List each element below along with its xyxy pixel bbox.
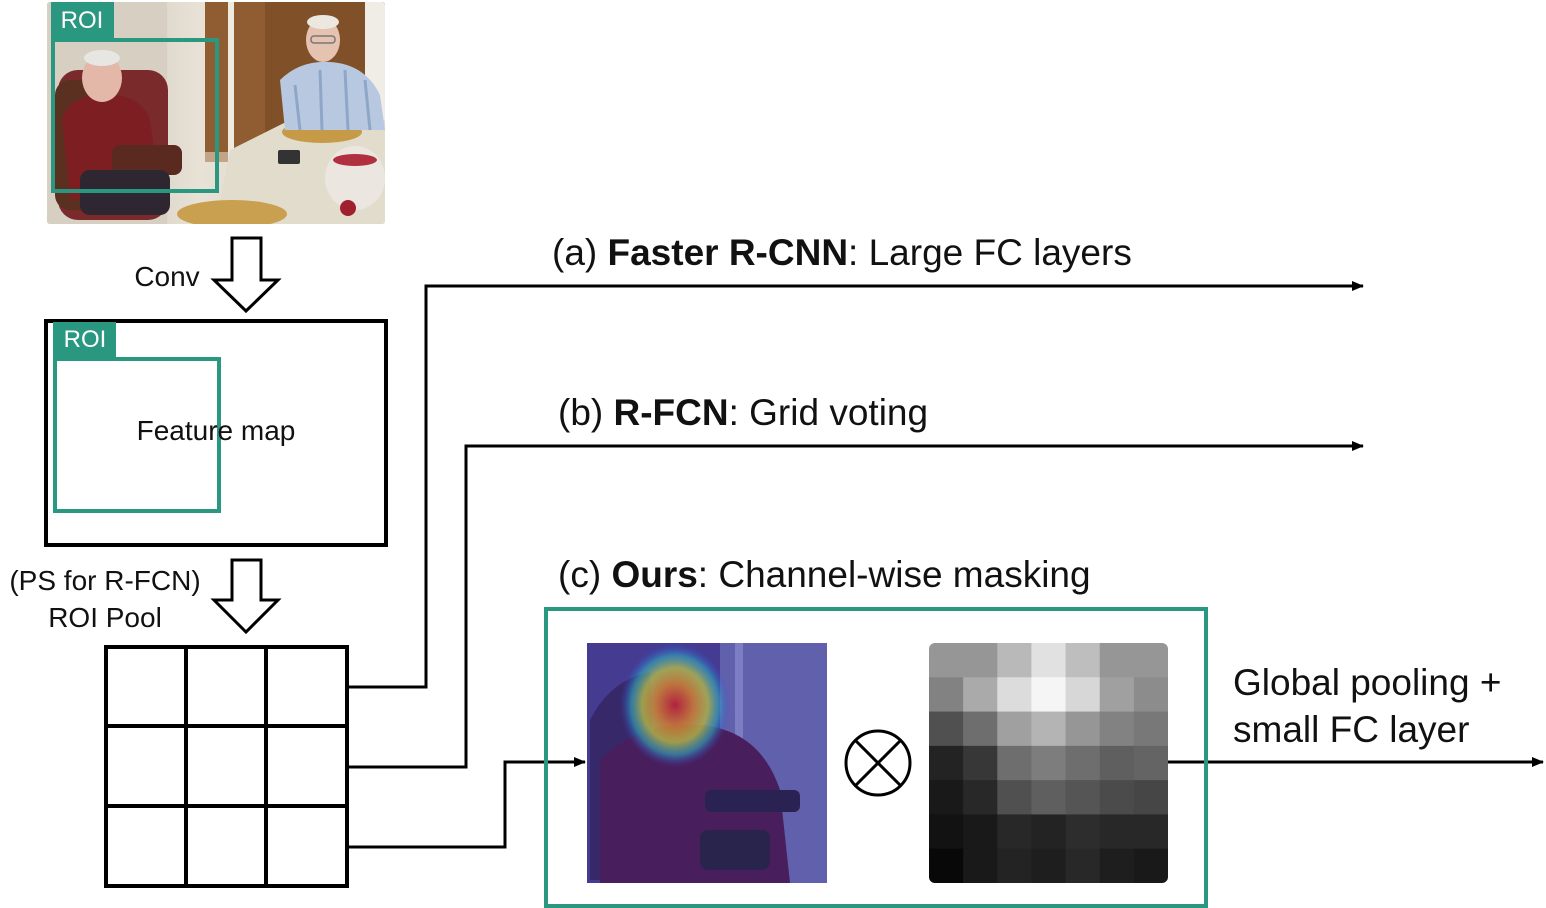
- pool-label-line1: (PS for R-FCN): [9, 565, 200, 596]
- mask-cell: [997, 814, 1033, 850]
- mask-cell: [963, 643, 998, 678]
- circled-times-icon: [844, 729, 912, 797]
- mask-cell: [929, 780, 964, 816]
- mask-cell: [997, 677, 1033, 713]
- branch-b-connector: [347, 441, 1364, 769]
- output-label-line1: Global pooling +: [1233, 662, 1501, 703]
- mask-cell: [963, 711, 998, 747]
- mask-cell: [963, 814, 998, 850]
- channel-mask-grid: [929, 643, 1168, 883]
- roi-box-image: [51, 38, 219, 193]
- mask-cell: [1065, 745, 1101, 781]
- mask-cell: [1031, 677, 1067, 713]
- roi-label-image: ROI: [61, 7, 104, 34]
- mask-cell: [1099, 677, 1135, 713]
- mask-cell: [1133, 814, 1168, 850]
- mask-cell: [1099, 814, 1135, 850]
- mask-cell: [1133, 643, 1168, 678]
- conv-label: Conv: [134, 261, 199, 292]
- mask-cell: [1031, 780, 1067, 816]
- branch-a-connector: [347, 281, 1364, 689]
- mask-cell: [1133, 780, 1168, 816]
- mask-cell: [929, 745, 964, 781]
- feature-map-label: Feature map: [137, 415, 296, 446]
- output-label-line2: small FC layer: [1233, 709, 1469, 750]
- mask-cell: [997, 745, 1033, 781]
- mask-cell: [1031, 643, 1067, 678]
- mask-cell: [1065, 848, 1101, 883]
- branch-c-title: (c) Ours: Channel-wise masking: [558, 554, 1091, 595]
- mask-cell: [997, 780, 1033, 816]
- mask-cell: [929, 677, 964, 713]
- mask-cell: [1031, 711, 1067, 747]
- mask-cell: [1065, 814, 1101, 850]
- mask-cell: [997, 848, 1033, 883]
- mask-cell: [1133, 711, 1168, 747]
- mask-cell: [997, 711, 1033, 747]
- mask-cell: [997, 643, 1033, 678]
- pooled-grid: [104, 645, 349, 888]
- pool-label-line2: ROI Pool: [48, 602, 162, 633]
- pool-arrow-icon: [210, 558, 282, 635]
- roi-box-feature: [53, 357, 221, 513]
- roi-tag-image: [51, 2, 114, 40]
- mask-cell: [963, 780, 998, 816]
- mask-cell: [1133, 745, 1168, 781]
- mask-cell: [1099, 745, 1135, 781]
- mask-cell: [1031, 745, 1067, 781]
- mask-cell: [1133, 848, 1168, 883]
- mask-cell: [963, 745, 998, 781]
- mask-cell: [1065, 711, 1101, 747]
- branch-c-connector: [347, 757, 586, 849]
- mask-cell: [1065, 780, 1101, 816]
- mask-cell: [1031, 848, 1067, 883]
- branch-a-title: (a) Faster R-CNN: Large FC layers: [552, 232, 1132, 273]
- roi-label-feature: ROI: [64, 326, 107, 353]
- mask-cell: [1099, 780, 1135, 816]
- mask-cell: [963, 848, 998, 883]
- mask-cell: [929, 643, 964, 678]
- mask-cell: [929, 711, 964, 747]
- branch-b-title: (b) R-FCN: Grid voting: [558, 392, 928, 433]
- ours-module-box: [544, 607, 1208, 908]
- roi-tag-feature: [53, 322, 116, 359]
- attention-heatmap-image: [587, 643, 827, 883]
- mask-cell: [1065, 677, 1101, 713]
- mask-cell: [1133, 677, 1168, 713]
- conv-arrow-icon: [210, 236, 282, 314]
- mask-cell: [1031, 814, 1067, 850]
- mask-cell: [929, 848, 964, 883]
- mask-cell: [1099, 643, 1135, 678]
- mask-cell: [929, 814, 964, 850]
- mask-cell: [963, 677, 998, 713]
- mask-cell: [1065, 643, 1101, 678]
- mask-cell: [1099, 848, 1135, 883]
- mask-cell: [1099, 711, 1135, 747]
